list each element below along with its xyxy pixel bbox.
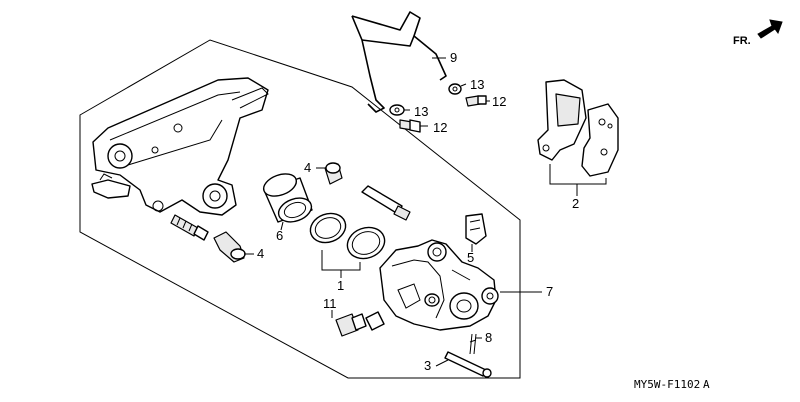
callout-12-lower: 12	[433, 120, 447, 135]
diagram-code: MY5W-F1102	[634, 378, 700, 391]
direction-label: FR.	[733, 35, 751, 47]
pad-pin	[444, 351, 492, 378]
caliper-body	[379, 239, 499, 331]
callout-9: 9	[450, 50, 457, 65]
callout-11: 11	[323, 296, 337, 311]
bleeder-valve	[335, 311, 385, 337]
callout-3: 3	[424, 358, 431, 373]
slide-pin	[361, 185, 411, 221]
diagram-code-suffix: A	[703, 378, 710, 391]
dust-seal	[346, 226, 386, 260]
retainer-clip	[91, 173, 131, 199]
washer-upper	[448, 83, 462, 95]
callout-4-upper: 4	[304, 160, 311, 175]
assembly-frame-line	[79, 39, 521, 379]
piston-seal	[309, 212, 347, 244]
callout-13-upper: 13	[470, 77, 484, 92]
callout-1: 1	[337, 278, 344, 293]
callout-12-upper: 12	[492, 94, 506, 109]
callout-5: 5	[467, 250, 474, 265]
washer-lower	[389, 104, 405, 116]
bolt-lower	[399, 119, 421, 133]
pin-boot-lower	[213, 231, 246, 263]
brake-pad-rear	[537, 79, 587, 161]
callout-7: 7	[546, 284, 553, 299]
callout-13-lower: 13	[414, 104, 428, 119]
brake-pad-front	[581, 103, 619, 177]
caliper-bracket	[92, 77, 269, 216]
arrow-icon	[757, 19, 783, 39]
pin-clip	[469, 333, 477, 355]
bolt-upper	[465, 95, 487, 107]
pin-bolt	[170, 214, 209, 241]
pin-boot-upper	[324, 162, 343, 185]
piston	[262, 173, 313, 223]
callout-4-lower: 4	[257, 246, 264, 261]
pad-spring	[465, 213, 487, 245]
hanger-spring-clip	[351, 11, 447, 113]
front-direction-arrow: FR.	[733, 19, 783, 47]
callout-6: 6	[276, 228, 283, 243]
callout-8: 8	[485, 330, 492, 345]
callout-2: 2	[572, 196, 579, 211]
